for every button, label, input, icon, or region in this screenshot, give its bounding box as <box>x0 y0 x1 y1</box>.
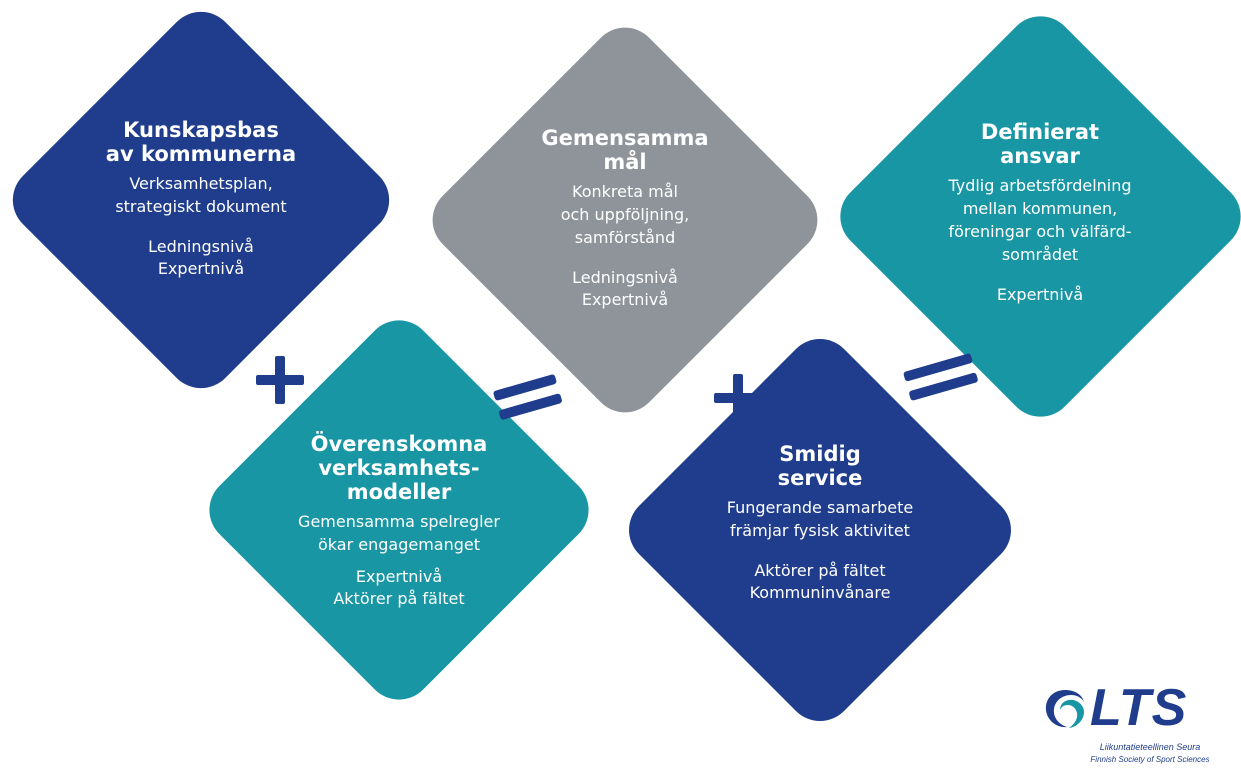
box-definierat-ansvar: Definierat ansvar Tydlig arbetsfördelnin… <box>910 120 1170 306</box>
equals-sign-right <box>901 347 980 409</box>
box-levels: Expertnivå <box>996 285 1084 304</box>
box-overenskomna: Överenskomna verksamhets- modeller Gemen… <box>259 432 539 610</box>
plus-sign-right <box>714 374 762 422</box>
lts-swirl-logo-icon <box>1045 690 1084 728</box>
box-title: Definierat ansvar <box>980 120 1100 168</box>
box-levels: Expertnivå Aktörer på fältet <box>333 567 465 608</box>
box-levels: Ledningsnivå Expertnivå <box>572 268 678 309</box>
box-title: Gemensamma mål <box>541 126 709 174</box>
box-levels: Ledningsnivå Expertnivå <box>148 237 254 278</box>
box-description: Konkreta mål och uppföljning, samförstån… <box>560 182 690 247</box>
box-title: Överenskomna verksamhets- modeller <box>310 432 488 504</box>
equals-sign-left <box>491 368 565 428</box>
box-levels: Aktörer på fältet Kommuninvånare <box>749 561 891 602</box>
logo-name: LTS <box>1090 679 1188 737</box>
plus-sign-left <box>256 356 304 404</box>
logo-subtitle-fi: Liikuntatieteellinen Seura <box>1099 742 1201 752</box>
box-title: Kunskapsbas av kommunerna <box>105 118 297 166</box>
box-description: Gemensamma spelregler ökar engagemanget <box>298 512 500 554</box>
box-description: Verksamhetsplan, strategiskt dokument <box>115 174 287 216</box>
box-description: Tydlig arbetsfördelning mellan kommunen,… <box>948 176 1132 264</box>
box-description: Fungerande samarbete främjar fysisk akti… <box>726 498 914 540</box>
box-kunskapsbas: Kunskapsbas av kommunerna Verksamhetspla… <box>56 118 346 280</box>
box-title: Smidig service <box>777 442 863 490</box>
box-gemensamma-mal: Gemensamma mål Konkreta mål och uppföljn… <box>495 126 755 311</box>
logo-subtitle-en: Finnish Society of Sport Sciences <box>1090 755 1210 764</box>
box-smidig-service: Smidig service Fungerande samarbete främ… <box>690 442 950 604</box>
lts-logo: LTS Liikuntatieteellinen Seura Finnish S… <box>1030 680 1230 774</box>
